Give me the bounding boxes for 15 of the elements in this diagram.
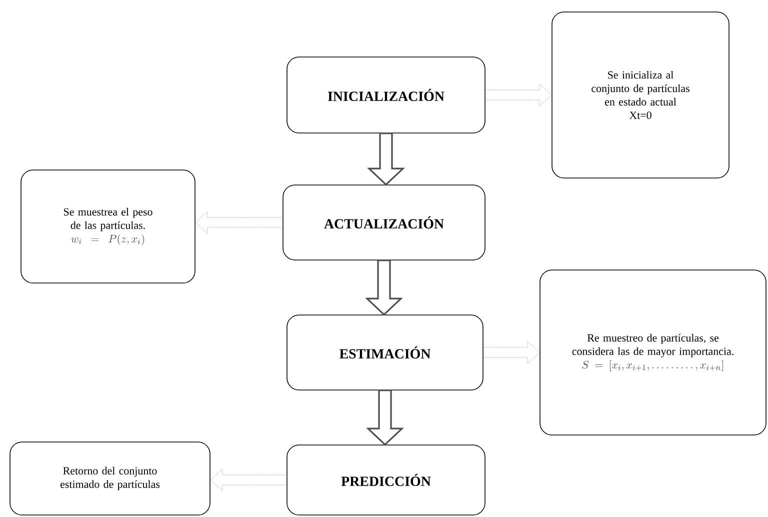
- block-arrow: [367, 132, 406, 186]
- process-box: ESTIMACIÓN: [286, 314, 484, 390]
- process-box: PREDICCIÓN: [286, 444, 486, 516]
- note-box: Se muestrea el peso de las partículas. $w_{i} = P(z, x_{i})$: [20, 170, 196, 284]
- note-box: Se inicializa al conjunto de partículas en estado actual Xt=0: [552, 12, 730, 178]
- hollow-arrow: [485, 84, 552, 106]
- note-box: Retorno del conjunto estimado de partículas: [10, 442, 210, 516]
- note-box: Re muestreo de partículas, se considera las de mayor importancia. $S = [x_{i}, x_{i+1}, \dots\dots\dots, x_{i+n}]$: [540, 270, 766, 436]
- hollow-arrow: [483, 341, 540, 364]
- hollow-arrow: [195, 211, 283, 234]
- process-box: ACTUALIZACIÓN: [282, 184, 486, 260]
- process-box: INICIALIZACIÓN: [286, 56, 486, 134]
- block-arrow: [366, 390, 404, 446]
- block-arrow: [365, 260, 404, 316]
- hollow-arrow: [210, 468, 287, 492]
